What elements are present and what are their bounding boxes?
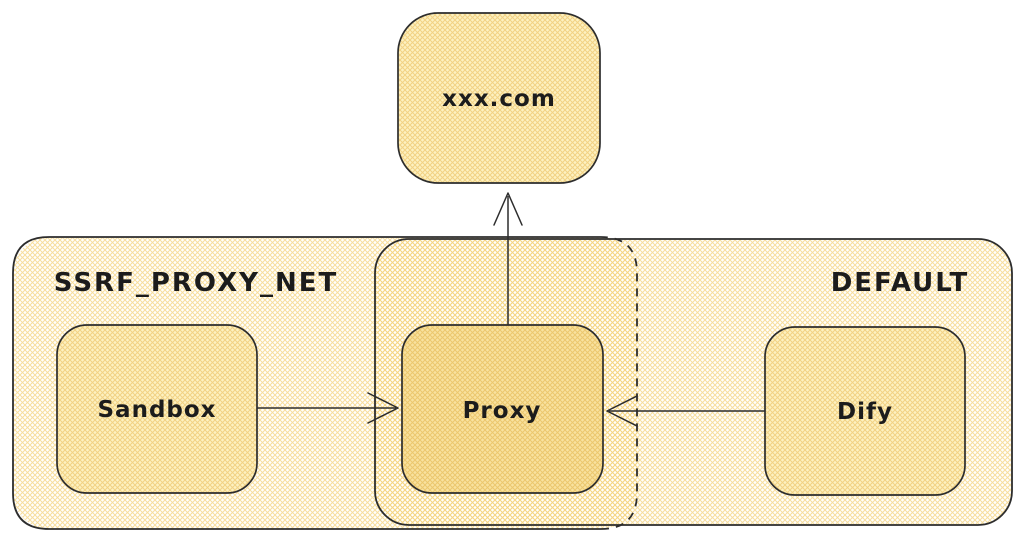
- node-proxy: Proxy: [401, 324, 604, 494]
- node-sandbox: Sandbox: [56, 324, 258, 494]
- network-label-ssrf-proxy-net: SSRF_PROXY_NET: [54, 268, 338, 298]
- node-dify-label: Dify: [837, 399, 893, 425]
- edge-proxy-to-xxx-com: [493, 192, 523, 325]
- arrowhead-up-icon: [493, 192, 523, 226]
- network-label-default: DEFAULT: [831, 268, 970, 298]
- node-xxx-com: xxx.com: [397, 12, 601, 184]
- node-xxx-com-box: [397, 12, 601, 184]
- node-proxy-box: [401, 324, 604, 494]
- edge-dify-to-proxy: [606, 395, 765, 427]
- default-border: [374, 238, 1013, 526]
- node-dify: Dify: [764, 326, 966, 496]
- ssrf-proxy-net-border-dashed: [600, 236, 638, 530]
- ssrf-proxy-net-border-solid: [12, 236, 601, 530]
- edge-sandbox-to-proxy: [257, 392, 399, 424]
- node-xxx-com-label: xxx.com: [442, 86, 556, 112]
- arrowhead-left-icon: [606, 395, 638, 427]
- node-sandbox-box: [56, 324, 258, 494]
- node-proxy-label: Proxy: [463, 398, 542, 424]
- node-sandbox-label: Sandbox: [97, 397, 216, 423]
- arrowhead-right-icon: [367, 392, 399, 424]
